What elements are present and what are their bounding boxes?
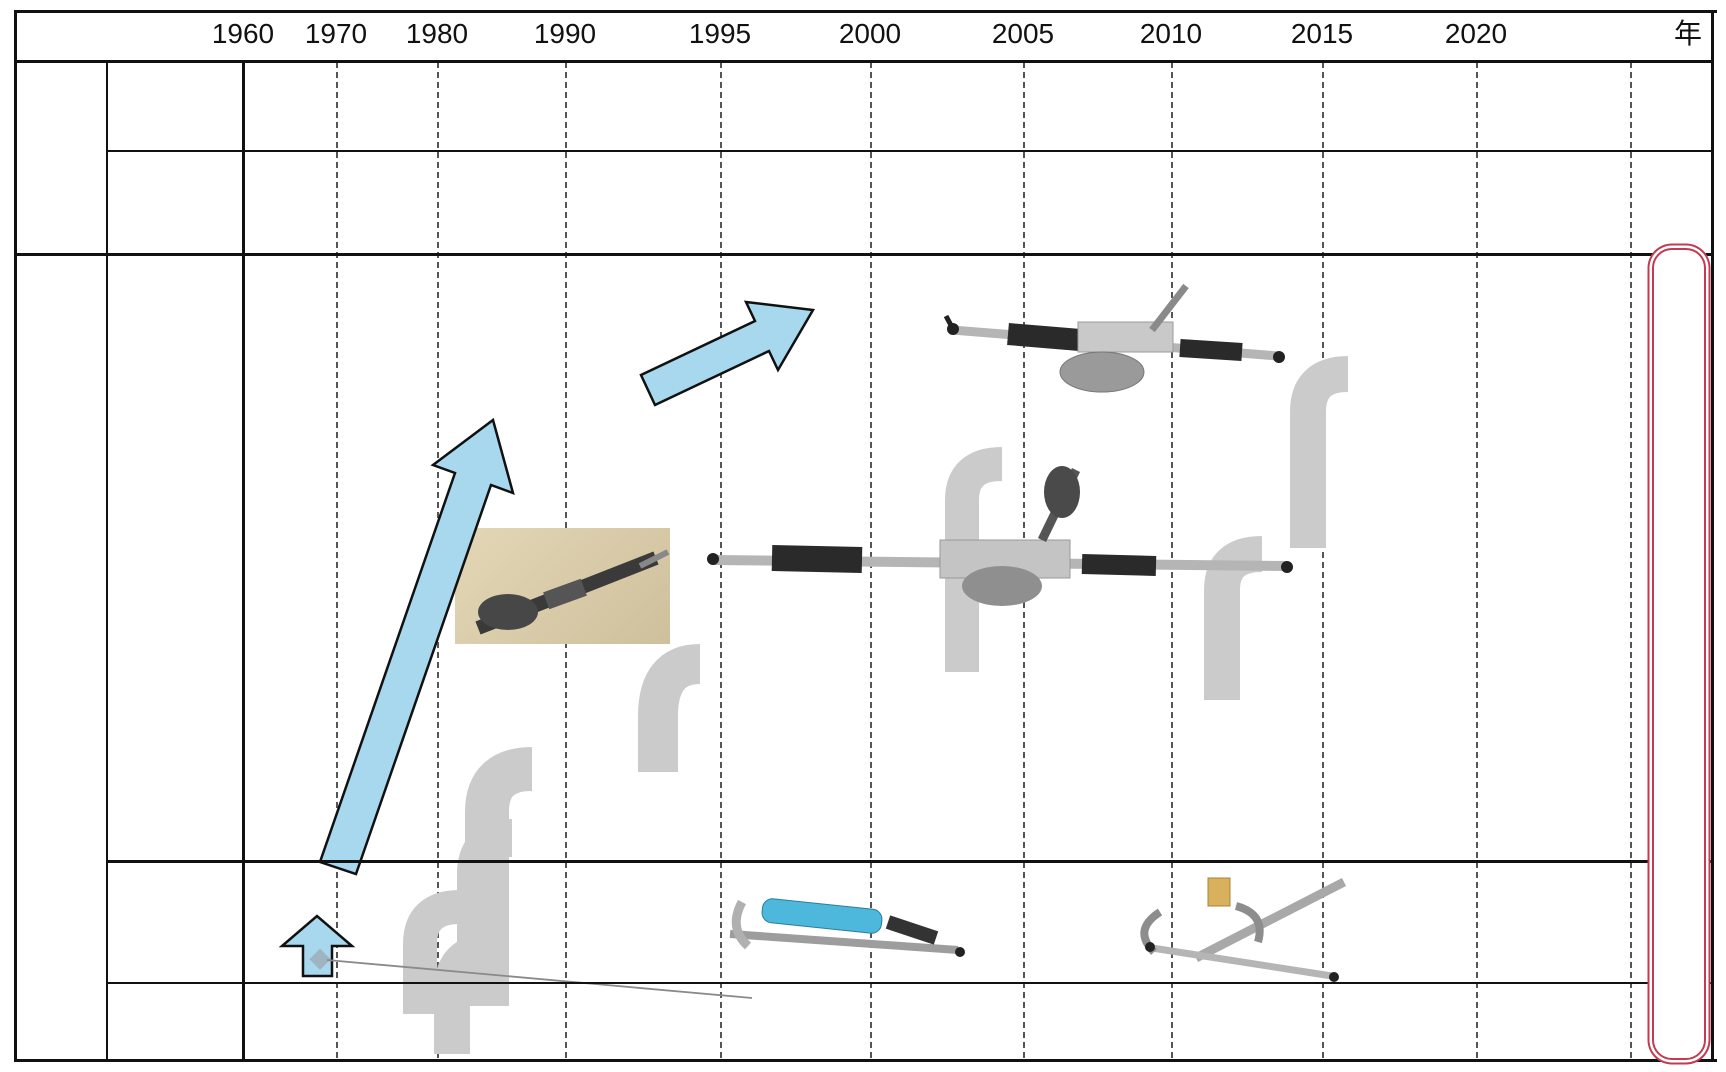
section-header-0 bbox=[16, 118, 104, 268]
year-label-2015: 2015 bbox=[1290, 18, 1354, 50]
year-label-1970: 1970 bbox=[304, 18, 368, 50]
h-line-4 bbox=[106, 860, 1714, 863]
rp-eps-product-image bbox=[943, 283, 1285, 393]
product-range-panel bbox=[1652, 248, 1706, 1060]
dp-eps-product-image bbox=[707, 466, 1293, 606]
gridline-7 bbox=[1322, 62, 1324, 1058]
v-line-0 bbox=[14, 10, 17, 1062]
h-eps-product-image bbox=[1140, 877, 1347, 982]
year-label-1980: 1980 bbox=[405, 18, 469, 50]
year-label-2005: 2005 bbox=[991, 18, 1055, 50]
year-label-1995: 1995 bbox=[688, 18, 752, 50]
gridline-8 bbox=[1476, 62, 1478, 1058]
leader-line bbox=[326, 959, 753, 999]
year-label-2000: 2000 bbox=[838, 18, 902, 50]
h-line-0 bbox=[14, 10, 1717, 13]
high-output-arrow bbox=[639, 300, 816, 407]
year-unit-label: 年 bbox=[1673, 18, 1702, 50]
v-line-1 bbox=[1711, 10, 1714, 1062]
c-eps-product-image bbox=[475, 549, 670, 635]
year-label-2020: 2020 bbox=[1444, 18, 1508, 50]
gridline-0 bbox=[336, 62, 338, 1058]
h-line-3 bbox=[14, 253, 1714, 256]
year-label-1990: 1990 bbox=[533, 18, 597, 50]
year-label-1960: 1960 bbox=[211, 18, 275, 50]
section-header-1 bbox=[16, 608, 104, 758]
v-line-2 bbox=[106, 60, 108, 1062]
electrification-arrow bbox=[318, 417, 515, 876]
year-label-2010: 2010 bbox=[1139, 18, 1203, 50]
hps-product-image bbox=[729, 898, 965, 957]
hydraulic-assist-arrow bbox=[278, 914, 356, 978]
h-line-6 bbox=[14, 1059, 1717, 1062]
h-line-1 bbox=[14, 60, 1714, 63]
h-line-2 bbox=[106, 150, 1714, 152]
h-line-5 bbox=[106, 982, 1714, 984]
v-line-3 bbox=[242, 60, 245, 1062]
gridline-9 bbox=[1630, 62, 1632, 1058]
